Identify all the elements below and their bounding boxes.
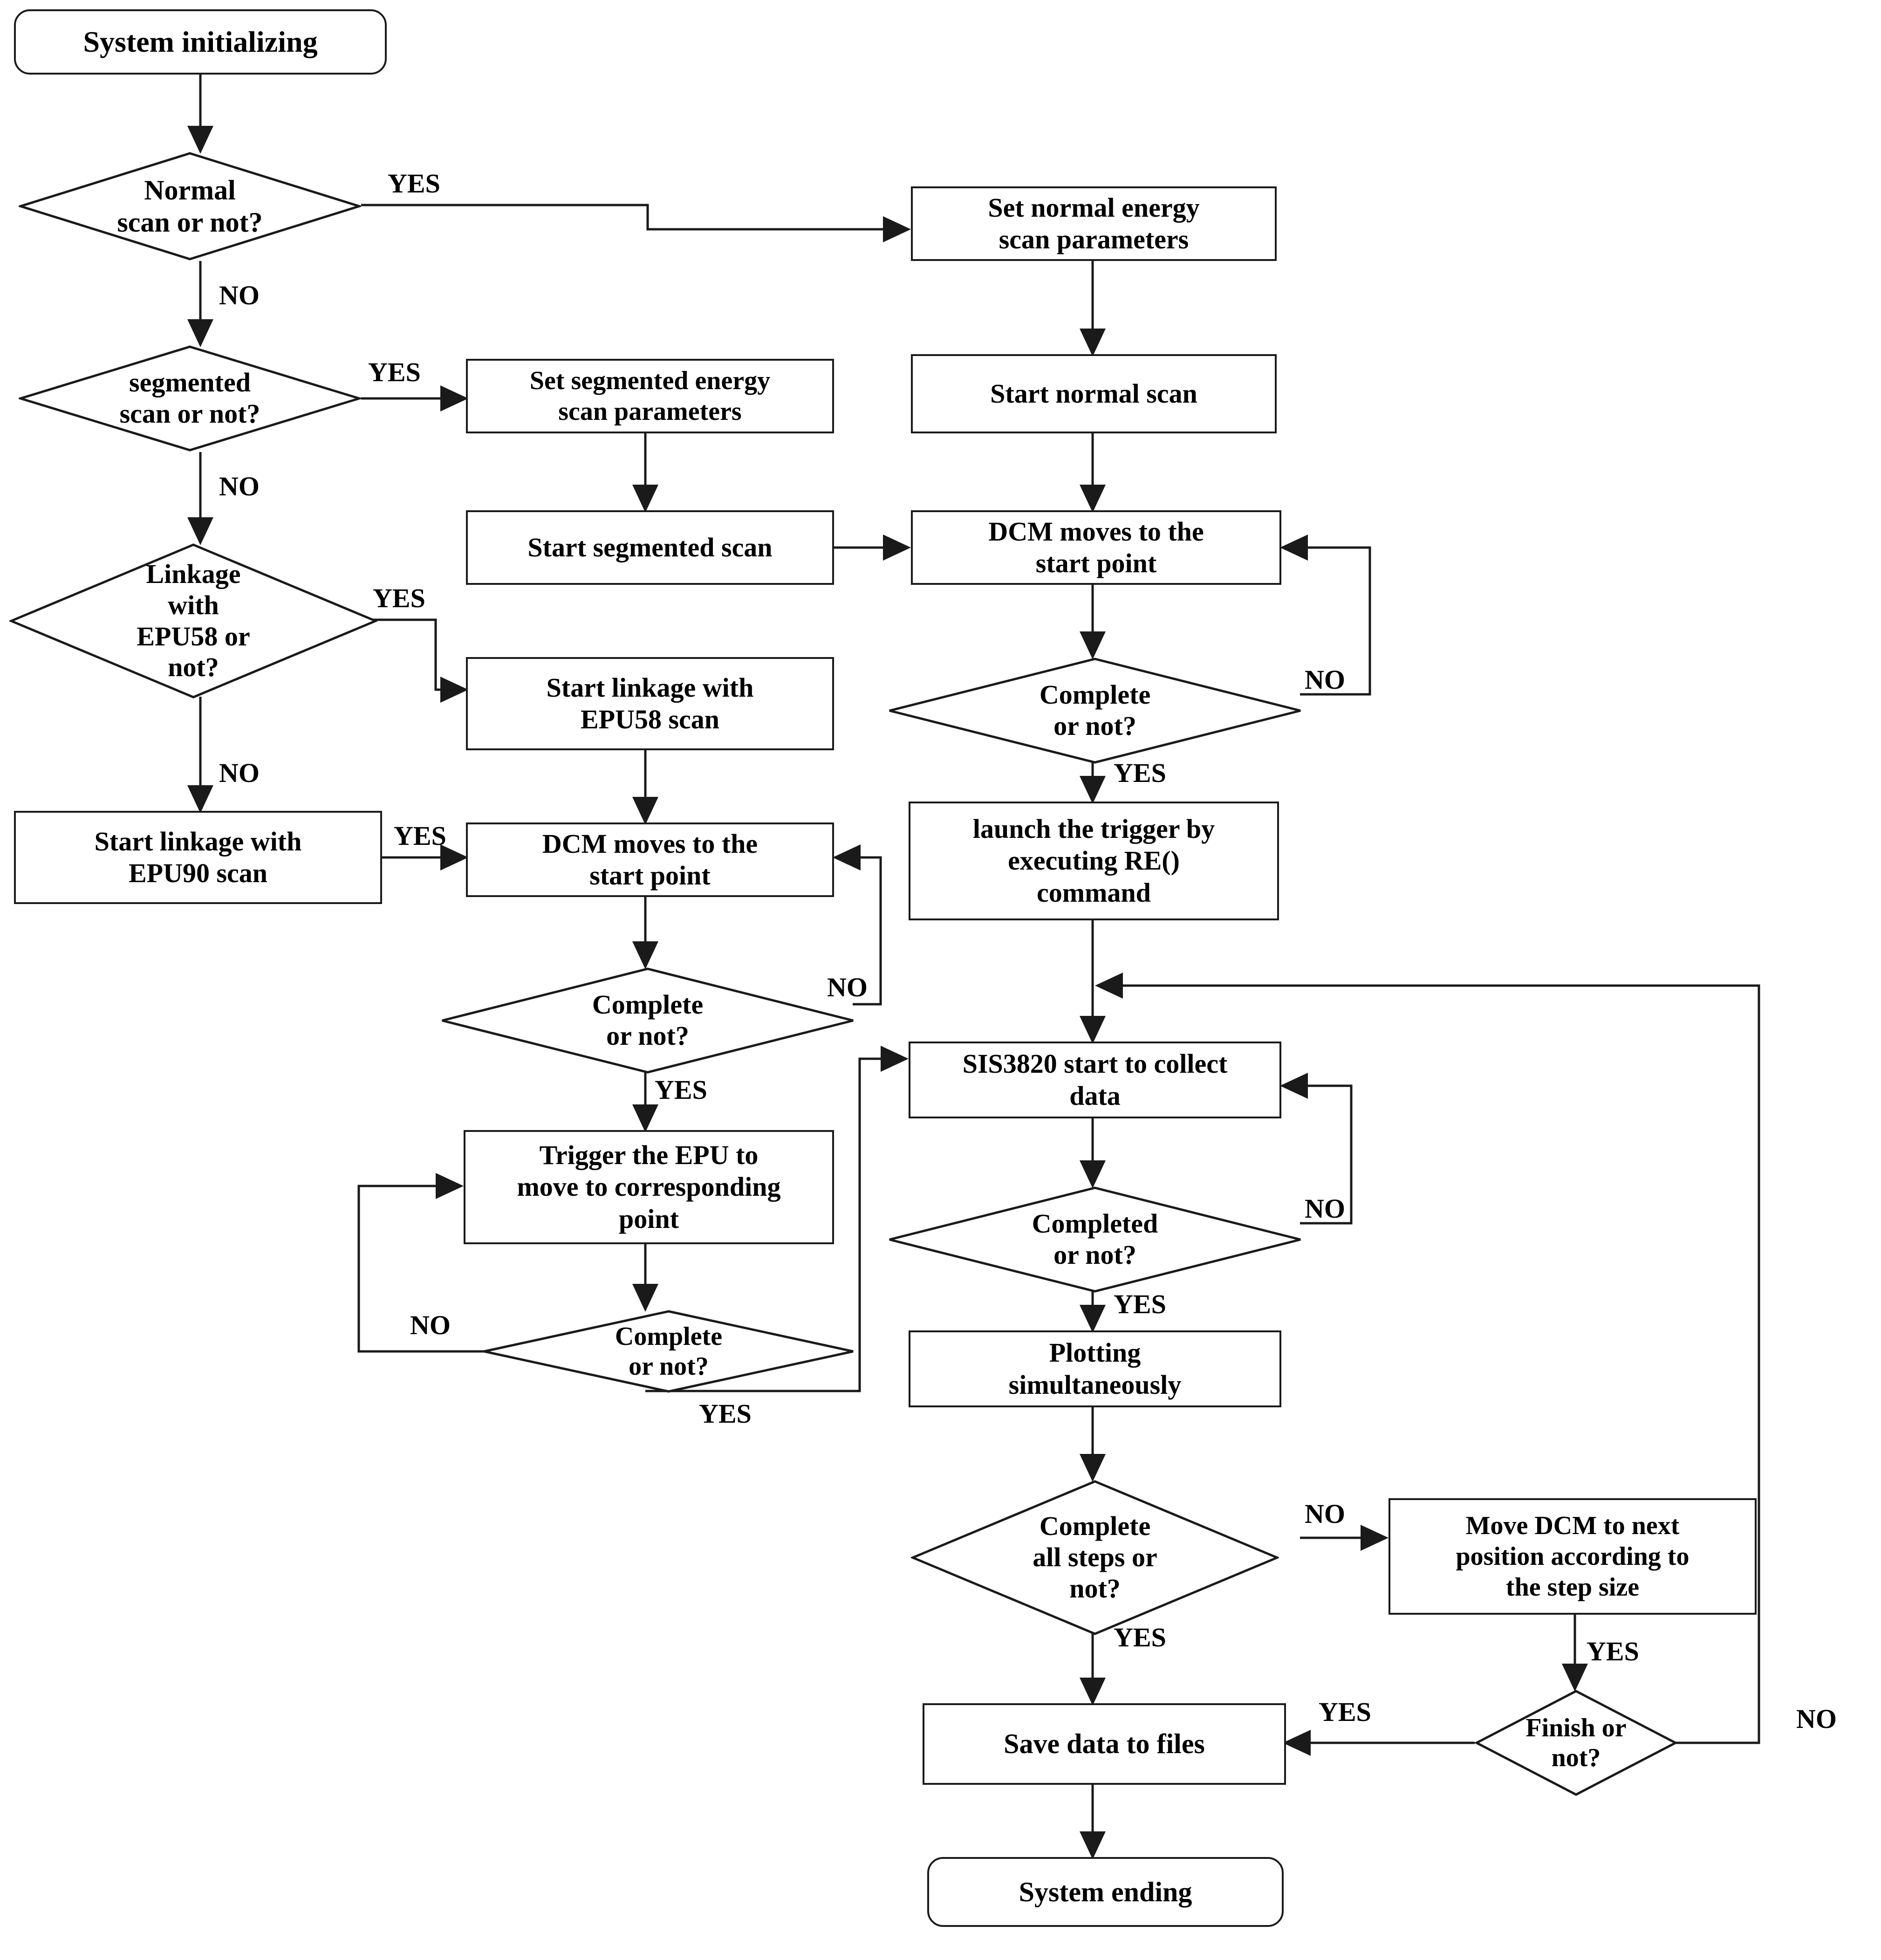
edge-completed-no-loop [1280, 1072, 1353, 1225]
node-label: Save data to files [1004, 1728, 1205, 1760]
edge-label-finish-yes: YES [1319, 1697, 1371, 1727]
edge-dcmright-no-loop [1280, 534, 1371, 696]
node-set-segmented-energy-params[interactable]: Set segmented energy scan parameters [466, 359, 834, 433]
node-start-normal-scan[interactable]: Start normal scan [911, 354, 1277, 433]
edge-label-segmented-yes: YES [368, 357, 421, 387]
node-label: Start segmented scan [527, 532, 773, 562]
node-system-initializing[interactable]: System initializing [14, 9, 387, 75]
decision-outline [9, 543, 377, 699]
node-label-text: segmented scan or not? [119, 367, 260, 429]
node-label-text: Complete or not? [592, 989, 704, 1051]
node-label: Finish or not? [1475, 1689, 1677, 1796]
decision-outline [889, 1186, 1301, 1293]
node-label-text: Complete or not? [615, 1322, 723, 1381]
node-sis3820-collect-data[interactable]: SIS3820 start to collect data [909, 1042, 1281, 1118]
edge-label-segmented-no: NO [219, 471, 260, 501]
node-label: launch the trigger by executing RE() com… [972, 813, 1215, 908]
decision-outline [484, 1310, 854, 1393]
edge-label-dcm-right-yes: YES [1114, 758, 1166, 788]
node-label: Complete all steps or not? [911, 1480, 1279, 1636]
node-label: Plotting simultaneously [1008, 1337, 1182, 1400]
node-label-text: Complete all steps or not? [1033, 1511, 1157, 1604]
node-plotting-simultaneously[interactable]: Plotting simultaneously [909, 1330, 1281, 1407]
node-label: Trigger the EPU to move to corresponding… [517, 1139, 781, 1234]
edge-label-movedcm-yes: YES [1587, 1636, 1639, 1666]
node-label: System ending [1019, 1876, 1192, 1907]
node-start-linkage-epu90[interactable]: Start linkage with EPU90 scan [14, 811, 382, 904]
node-label: segmented scan or not? [19, 345, 361, 452]
node-label-text: Linkage with EPU58 or not? [137, 559, 250, 683]
node-label-text: Normal scan or not? [117, 174, 263, 238]
node-label: Start linkage with EPU58 scan [546, 672, 754, 734]
edge-label-allsteps-no: NO [1305, 1499, 1345, 1529]
edge-label-epu-complete-no: NO [410, 1310, 451, 1340]
node-label: Normal scan or not? [19, 151, 361, 261]
node-label: SIS3820 start to collect data [962, 1049, 1228, 1111]
edge-label-collect-no: NO [1305, 1193, 1345, 1224]
decision-outline [1475, 1690, 1677, 1796]
decision-outline [19, 345, 361, 452]
node-label: Linkage with EPU58 or not? [9, 543, 377, 699]
node-label: Start linkage with EPU90 scan [94, 826, 302, 888]
decision-outline [442, 967, 854, 1074]
edge-label-allsteps-yes: YES [1114, 1622, 1166, 1652]
edge-label-epu-complete-yes: YES [699, 1398, 752, 1429]
edge-normal-yes [361, 204, 911, 243]
node-save-data-to-files[interactable]: Save data to files [923, 1703, 1286, 1785]
node-label: Complete or not? [440, 967, 855, 1074]
decision-outline [911, 1480, 1279, 1635]
node-epu-complete-decision[interactable]: Complete or not? [482, 1309, 855, 1393]
node-label-text: Completed or not? [1032, 1208, 1158, 1270]
node-dcm-moves-start-point-right[interactable]: DCM moves to the start point [911, 510, 1281, 585]
node-linkage-epu58-decision[interactable]: Linkage with EPU58 or not? [9, 543, 377, 699]
node-dcm-complete-decision-mid[interactable]: Complete or not? [440, 967, 855, 1074]
edge-linkage-yes [361, 618, 468, 703]
node-start-linkage-epu58[interactable]: Start linkage with EPU58 scan [466, 657, 834, 750]
edge-label-finish-no: NO [1796, 1704, 1837, 1734]
edge-label-dcm-right-no: NO [1305, 665, 1345, 695]
node-label: Complete or not? [888, 657, 1302, 764]
decision-outline [19, 152, 361, 260]
decision-outline [889, 658, 1301, 764]
node-trigger-epu[interactable]: Trigger the EPU to move to corresponding… [464, 1130, 834, 1244]
node-label: Move DCM to next position according to t… [1456, 1511, 1689, 1602]
node-set-normal-energy-params[interactable]: Set normal energy scan parameters [911, 186, 1277, 261]
edge-label-linkage-no: NO [219, 758, 260, 788]
node-finish-decision[interactable]: Finish or not? [1475, 1689, 1677, 1796]
node-label: DCM moves to the start point [988, 516, 1204, 578]
node-launch-trigger[interactable]: launch the trigger by executing RE() com… [909, 802, 1279, 920]
edge-label-normal-yes: YES [388, 168, 440, 199]
edge-dcmmid-no-loop [833, 844, 882, 1006]
node-start-segmented-scan[interactable]: Start segmented scan [466, 510, 834, 585]
node-label: System initializing [83, 25, 318, 59]
edge-epucomplete-yes [645, 1046, 909, 1392]
edge-label-epu90-yes: YES [394, 821, 446, 851]
node-label: Start normal scan [990, 378, 1197, 409]
node-dcm-moves-start-point-mid[interactable]: DCM moves to the start point [466, 822, 834, 897]
node-label: Complete or not? [482, 1309, 855, 1393]
node-label: DCM moves to the start point [542, 828, 758, 891]
node-normal-scan-decision[interactable]: Normal scan or not? [19, 151, 361, 261]
edge-label-linkage-yes: YES [373, 583, 425, 613]
node-system-ending[interactable]: System ending [927, 1857, 1284, 1927]
node-complete-all-steps-decision[interactable]: Complete all steps or not? [911, 1480, 1279, 1636]
node-move-dcm-next-position[interactable]: Move DCM to next position according to t… [1389, 1498, 1757, 1615]
edge-epucomplete-no-loop [357, 1173, 545, 1353]
edge-label-dcm-mid-no: NO [827, 972, 868, 1002]
edge-label-collect-yes: YES [1114, 1289, 1166, 1319]
node-label: Set normal energy scan parameters [988, 192, 1200, 254]
node-collect-completed-decision[interactable]: Completed or not? [888, 1186, 1302, 1293]
node-dcm-complete-decision-right[interactable]: Complete or not? [888, 657, 1302, 764]
node-label: Completed or not? [888, 1186, 1302, 1293]
node-label-text: Finish or not? [1525, 1713, 1627, 1772]
edge-label-normal-no: NO [219, 280, 260, 310]
node-label: Set segmented energy scan parameters [529, 366, 771, 426]
edge-label-dcm-mid-yes: YES [655, 1075, 707, 1105]
edge-finish-no-loop [1095, 972, 1760, 1744]
node-segmented-scan-decision[interactable]: segmented scan or not? [19, 345, 361, 452]
node-label-text: Complete or not? [1039, 679, 1151, 741]
